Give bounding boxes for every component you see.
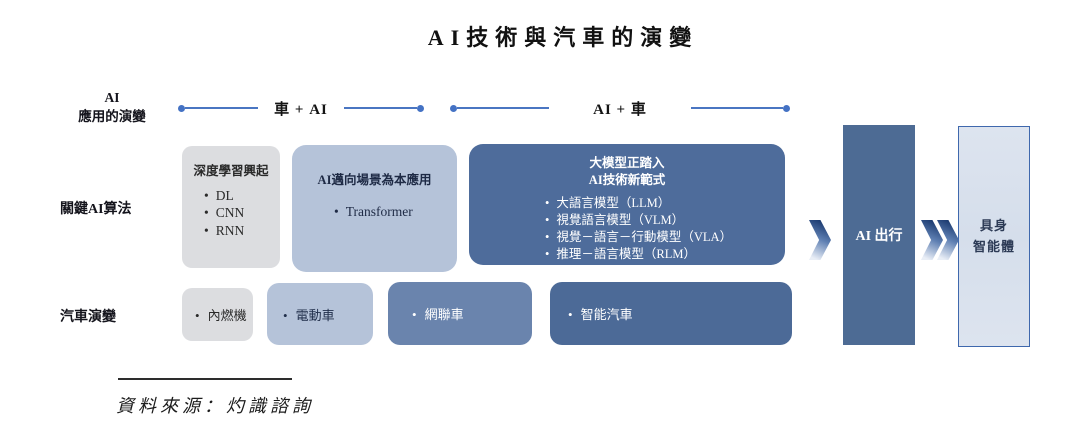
timeline-line	[457, 107, 550, 109]
large-model-box: 大模型正踏入 AI技術新範式 大語言模型（LLM） 視覺語言模型（VLM） 視覺…	[469, 144, 785, 265]
timeline-segment-car-plus-ai: 車 + AI	[178, 99, 424, 118]
embodied-intelligence-line2: 智能體	[972, 238, 1015, 254]
list-item: DL	[204, 187, 280, 205]
timeline-dot	[417, 104, 424, 112]
ice-vehicle-label: 內燃機	[195, 305, 247, 324]
large-model-box-title-line1: 大模型正踏入	[589, 156, 665, 170]
large-model-box-title-line2: AI技術新範式	[588, 172, 666, 187]
timeline-line	[185, 107, 259, 109]
row-label-vehicle-evolution: 汽車演變	[60, 310, 116, 325]
deep-learning-box-list: DL CNN RNN	[182, 187, 280, 240]
row-label-ai-applications-line2: 應用的演變	[78, 108, 146, 124]
ice-vehicle-box: 內燃機	[182, 288, 253, 341]
timeline-segment-ai-plus-car: AI + 車	[450, 99, 790, 118]
row-label-ai-applications: AI 應用的演變	[48, 89, 176, 127]
timeline-dot	[450, 104, 457, 112]
timeline-dot	[178, 104, 185, 112]
source-note: 資料來源：灼識諮詢	[116, 396, 314, 416]
page-title: AI技術與汽車的演變	[427, 25, 699, 50]
source-divider	[118, 378, 292, 380]
deep-learning-box-title: 深度學習興起	[193, 164, 269, 178]
deep-learning-box: 深度學習興起 DL CNN RNN	[182, 146, 280, 268]
scene-application-box-title: AI邁向場景為本應用	[317, 173, 432, 187]
chevron-right-icon	[809, 220, 831, 260]
connected-car-label: 網聯車	[412, 304, 464, 323]
chevron-right-icon	[921, 220, 943, 260]
list-item: 視覺語言模型（VLM）	[545, 212, 785, 229]
chevron-right-icon	[937, 220, 959, 260]
list-item: RNN	[204, 222, 280, 240]
row-label-key-algorithms: 關鍵AI算法	[60, 202, 132, 217]
timeline-dot	[783, 104, 790, 112]
list-item: 視覺－語言－行動模型（VLA）	[545, 229, 785, 246]
smart-car-label: 智能汽車	[568, 304, 633, 323]
embodied-intelligence-box: 具身 智能體	[958, 126, 1030, 347]
ev-vehicle-box: 電動車	[267, 283, 373, 345]
row-label-ai-applications-line1: AI	[104, 90, 120, 105]
ai-mobility-label: AI 出行	[855, 229, 903, 244]
embodied-intelligence-line1: 具身	[979, 217, 1008, 233]
smart-car-box: 智能汽車	[550, 282, 792, 345]
scene-application-box-list: Transformer	[292, 204, 457, 220]
connected-car-box: 網聯車	[388, 282, 532, 345]
list-item: Transformer	[334, 204, 457, 220]
scene-application-box: AI邁向場景為本應用 Transformer	[292, 145, 457, 272]
ai-mobility-box: AI 出行	[843, 125, 915, 345]
timeline-label-ai-plus-car: AI + 車	[593, 101, 647, 118]
timeline-label-car-plus-ai: 車 + AI	[274, 101, 328, 118]
double-chevron-right-icon	[921, 220, 959, 260]
timeline-line	[343, 107, 417, 109]
list-item: 大語言模型（LLM）	[545, 195, 785, 212]
ev-vehicle-label: 電動車	[283, 305, 335, 324]
timeline-line	[690, 107, 783, 109]
large-model-box-list: 大語言模型（LLM） 視覺語言模型（VLM） 視覺－語言－行動模型（VLA） 推…	[469, 195, 785, 263]
large-model-box-title: 大模型正踏入 AI技術新範式	[469, 144, 785, 189]
list-item: 推理－語言模型（RLM）	[545, 246, 785, 263]
list-item: CNN	[204, 204, 280, 222]
